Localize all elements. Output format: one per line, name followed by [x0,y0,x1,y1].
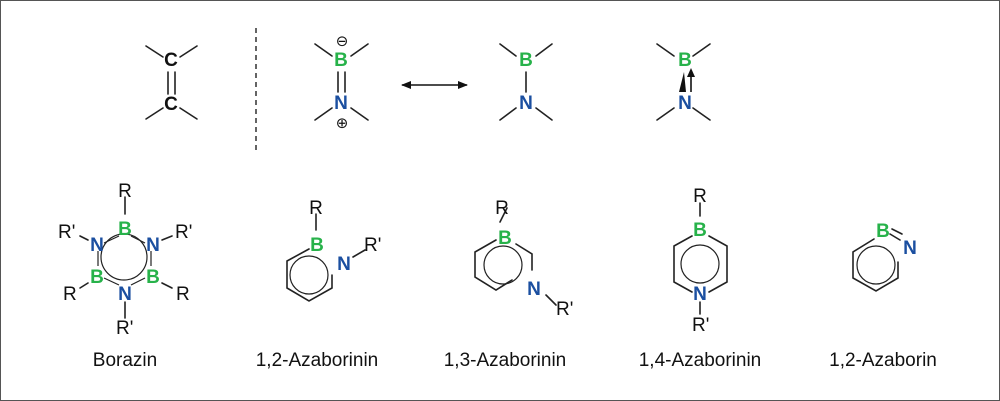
boron-atom: B [310,235,324,256]
nitrogen-atom: N [519,93,533,114]
nitrogen-atom: N [903,238,917,259]
boron-atom: B [693,220,707,241]
azaborinin-12-structure: B N R R' [286,198,381,302]
substituent-r-prime: R' [364,235,381,256]
nitrogen-atom: N [693,284,707,305]
borazin-structure: B N N B B N R R' R' R R R' [58,181,192,339]
caption-azaborinin-12: 1,2-Azaborinin [256,350,379,371]
caption-azaborinin-13: 1,3-Azaborinin [444,350,567,371]
boron-atom: B [519,50,533,71]
boron-atom: B [876,221,890,242]
nitrogen-atom: N [527,279,541,300]
alkene-structure: C C [145,45,198,120]
caption-azaborinin-14: 1,4-Azaborinin [639,350,762,371]
carbon-atom-bottom: C [164,94,178,115]
boron-atom-top: B [118,219,132,240]
nitrogen-atom-left: N [90,235,104,256]
substituent-r-prime: R' [58,222,75,243]
substituent-r-prime: R' [556,299,573,320]
wedge-bond [679,72,686,92]
boron-atom: B [678,50,692,71]
minus-charge: ⊖ [336,32,349,50]
carbon-atom-top: C [164,50,178,71]
substituent-r: R [118,181,132,202]
boron-atom-right: B [146,267,160,288]
boron-atom: B [498,228,512,249]
caption-borazin: Borazin [93,350,157,371]
nitrogen-atom-bottom: N [118,284,132,305]
nitrogen-atom: N [334,93,348,114]
plus-charge: ⊕ [336,114,349,132]
substituent-r-prime: R' [116,318,133,339]
substituent-r: R [495,198,509,219]
nitrogen-atom-right: N [146,235,160,256]
zwitterion-bn-structure: B N ⊖ ⊕ [314,32,369,132]
azaborinin-14-structure: B N R R' [673,186,728,336]
azaborinin-13-structure: B N R R' [474,198,573,320]
substituent-r: R [693,186,707,207]
substituent-r-prime: R' [175,222,192,243]
substituent-r-prime: R' [692,315,709,336]
dative-bn-structure: B N [656,43,711,121]
caption-azaborin-12: 1,2-Azaborin [829,350,937,371]
nitrogen-atom: N [678,93,692,114]
substituent-r: R [63,284,77,305]
nitrogen-atom: N [337,254,351,275]
boron-atom: B [334,50,348,71]
azaborin-12-structure: B N [852,221,917,292]
neutral-bn-structure: B N [499,43,553,121]
substituent-r: R [309,198,323,219]
boron-atom-left: B [90,267,104,288]
substituent-r: R [176,284,190,305]
